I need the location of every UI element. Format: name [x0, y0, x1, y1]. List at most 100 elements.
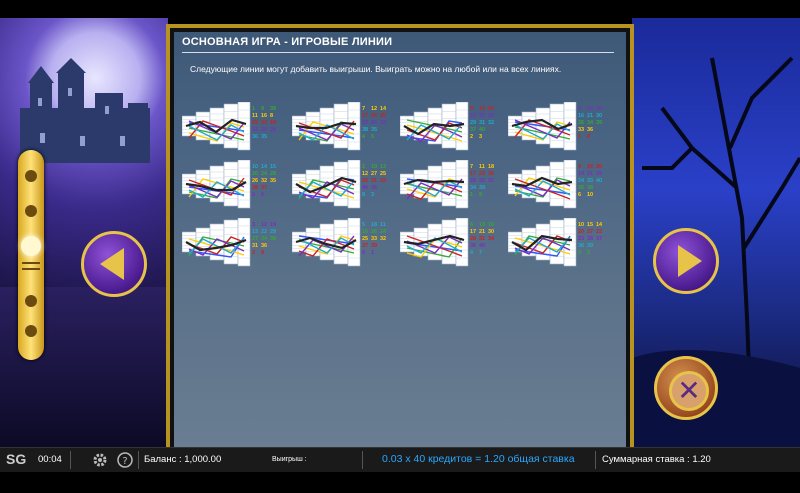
payline-stroke	[188, 122, 245, 142]
volume-slider[interactable]	[18, 150, 44, 360]
payline-number: 40	[596, 178, 602, 184]
payline-number: 13	[252, 229, 258, 235]
payline-number: 11	[479, 164, 485, 170]
payline-number: 24	[371, 113, 378, 119]
payline-number: 14	[261, 164, 268, 170]
payline-number: 26	[252, 178, 258, 184]
payline-number: 16	[587, 164, 593, 170]
castle-background	[0, 18, 168, 447]
panel-title: ОСНОВНАЯ ИГРА - ИГРОВЫЕ ЛИНИИ	[182, 36, 393, 48]
close-button[interactable]: ✕	[654, 356, 718, 420]
payline-number: 9	[479, 192, 482, 198]
payline-number: 38	[252, 185, 258, 191]
payline-number: 38	[362, 127, 368, 133]
payline-number: 13	[479, 106, 485, 112]
payline-number: 22	[261, 229, 267, 235]
question-icon[interactable]: ?	[117, 452, 133, 468]
payline-number: 27	[587, 229, 593, 235]
payline-stroke	[188, 180, 245, 198]
payline-number: 24	[380, 229, 387, 235]
payline-number: 15	[270, 164, 276, 170]
payline-stroke	[188, 124, 245, 141]
payline-stroke	[188, 236, 245, 255]
payline-number: 17	[362, 113, 368, 119]
payline-number: 8	[587, 134, 590, 140]
payline-number: 26	[371, 229, 377, 235]
payline-number: 35	[371, 127, 377, 133]
paytable-panel: ОСНОВНАЯ ИГРА - ИГРОВЫЕ ЛИНИИ Следующие …	[174, 32, 626, 447]
payline-number: 25	[362, 236, 368, 242]
payline-number: 4	[470, 250, 474, 256]
payline-number: 32	[479, 178, 485, 184]
payline-number: 26	[488, 113, 494, 119]
payline-number: 19	[470, 113, 476, 119]
payline-number: 6	[578, 106, 581, 112]
slider-dot	[25, 205, 37, 217]
payline-stroke	[406, 235, 463, 257]
payline-number: 16	[578, 113, 584, 119]
game-scene: ОСНОВНАЯ ИГРА - ИГРОВЫЕ ЛИНИИ Следующие …	[0, 18, 800, 447]
payline-number: 29	[596, 171, 602, 177]
payline-number: 39	[371, 243, 377, 249]
payline-number: 9	[362, 250, 365, 256]
payline-number: 39	[587, 243, 593, 249]
payline-number: 31	[252, 243, 258, 249]
payline-number: 21	[587, 113, 593, 119]
slider-tick	[22, 268, 40, 270]
payline-number: 22	[362, 178, 368, 184]
payline-number: 30	[261, 127, 267, 133]
payline-number: 18	[488, 164, 494, 170]
payline-number: 13	[479, 222, 485, 228]
payline-stroke	[298, 237, 355, 254]
payline-stroke	[514, 236, 571, 254]
close-button-inner: ✕	[669, 371, 709, 411]
payline-number: 14	[578, 171, 585, 177]
payline-number: 31	[479, 236, 485, 242]
payline-number: 38	[587, 236, 593, 242]
payline-number: 17	[470, 229, 476, 235]
payline-main-stroke	[511, 234, 573, 252]
divider	[138, 451, 139, 469]
brand-logo: SG	[6, 451, 27, 467]
payline-stroke	[514, 235, 571, 254]
payline-number: 11	[380, 222, 386, 228]
payline-stroke	[514, 119, 571, 139]
payline-number: 40	[479, 243, 485, 249]
payline-number: 13	[380, 164, 386, 170]
prev-page-button[interactable]	[81, 231, 147, 297]
payline-number: 27	[371, 171, 377, 177]
payline-number: 5	[252, 192, 255, 198]
payline-number: 1	[578, 134, 581, 140]
payline-number: 34	[470, 185, 477, 191]
payline-number: 15	[362, 229, 368, 235]
slider-dot	[25, 325, 37, 337]
payline-number: 37	[470, 127, 476, 133]
gear-icon[interactable]	[92, 452, 108, 468]
next-page-button[interactable]	[653, 228, 719, 294]
payline-number: 18	[270, 120, 276, 126]
payline-stroke	[406, 178, 463, 200]
payline-main-stroke	[403, 234, 465, 246]
bet-formula[interactable]: 0.03 x 40 кредитов = 1.20 общая ставка	[382, 453, 575, 465]
payline-number: 35	[470, 243, 476, 249]
slider-handle[interactable]	[21, 236, 41, 256]
payline-main-stroke	[403, 178, 465, 186]
payline-stroke	[188, 120, 245, 140]
divider	[362, 451, 363, 469]
payline-number: 37	[488, 178, 494, 184]
payline-number: 39	[270, 106, 276, 112]
payline-number: 7	[470, 164, 473, 170]
payline-number: 7	[362, 106, 365, 112]
payline-number: 10	[587, 106, 593, 112]
